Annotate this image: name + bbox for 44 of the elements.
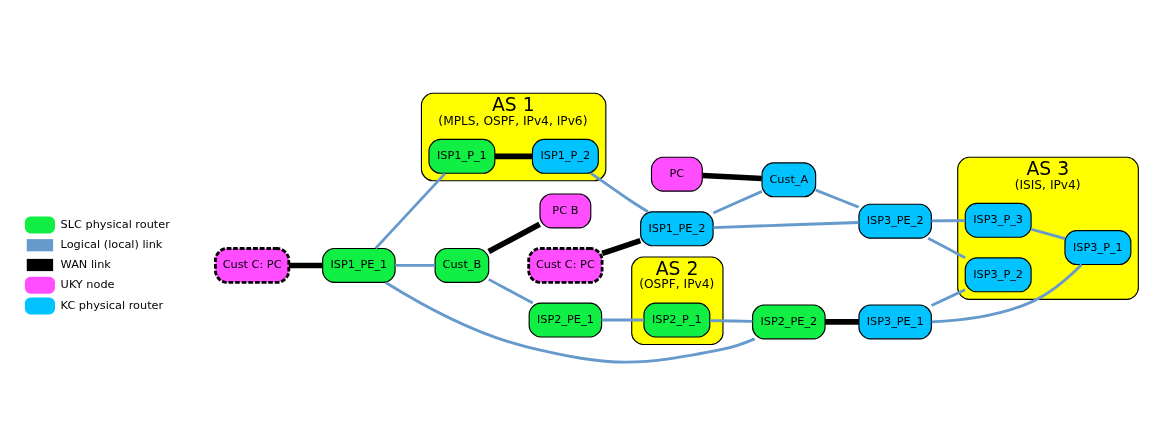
- connector: [931, 263, 1083, 323]
- connector: [702, 172, 762, 181]
- node-box: ISP2_P_1: [643, 302, 711, 338]
- node-box: ISP1_P_1: [428, 138, 496, 174]
- connector: [590, 171, 649, 213]
- node-box: Cust C: PC: [527, 246, 604, 284]
- node-box: Cust C: PC: [214, 246, 291, 284]
- legend-label: Logical (local) link: [60, 237, 163, 251]
- node-box: PC B: [539, 192, 592, 228]
- node-box: ISP2_PE_1: [528, 302, 603, 338]
- connector: [488, 277, 534, 304]
- node-box: PC: [650, 156, 703, 192]
- connector: [712, 189, 763, 214]
- legend-label: UKY node: [60, 277, 115, 291]
- connector: [1030, 227, 1066, 240]
- connector: [930, 288, 966, 307]
- node-box: Cust_A: [761, 161, 817, 197]
- connector: [601, 318, 644, 321]
- connector: [825, 318, 859, 325]
- legend-label: SLC physical router: [60, 217, 170, 231]
- node-box: ISP1_P_2: [531, 138, 599, 174]
- connector: [709, 318, 753, 323]
- node-box: ISP3_PE_1: [858, 303, 932, 339]
- connector: [815, 188, 860, 208]
- node-box: ISP3_P_3: [964, 202, 1032, 238]
- node-box: ISP1_PE_1: [322, 247, 396, 283]
- connector: [384, 280, 756, 364]
- node-box: ISP2_PE_2: [752, 303, 826, 339]
- connector: [927, 236, 966, 259]
- node-box: ISP3_PE_2: [858, 203, 932, 239]
- connector: [713, 220, 859, 229]
- legend-label: WAN link: [60, 257, 111, 271]
- node-box: ISP3_P_1: [1064, 229, 1132, 265]
- connector: [487, 221, 541, 254]
- legend-label: KC physical router: [60, 298, 164, 312]
- node-box: ISP1_PE_2: [640, 210, 714, 246]
- connector: [601, 237, 642, 256]
- connector: [395, 263, 435, 267]
- connector: [931, 218, 966, 222]
- connector: [495, 153, 533, 159]
- connector: [288, 262, 323, 268]
- connector: [374, 172, 446, 249]
- node-box: ISP3_P_2: [964, 256, 1032, 292]
- node-box: Cust_B: [434, 247, 490, 283]
